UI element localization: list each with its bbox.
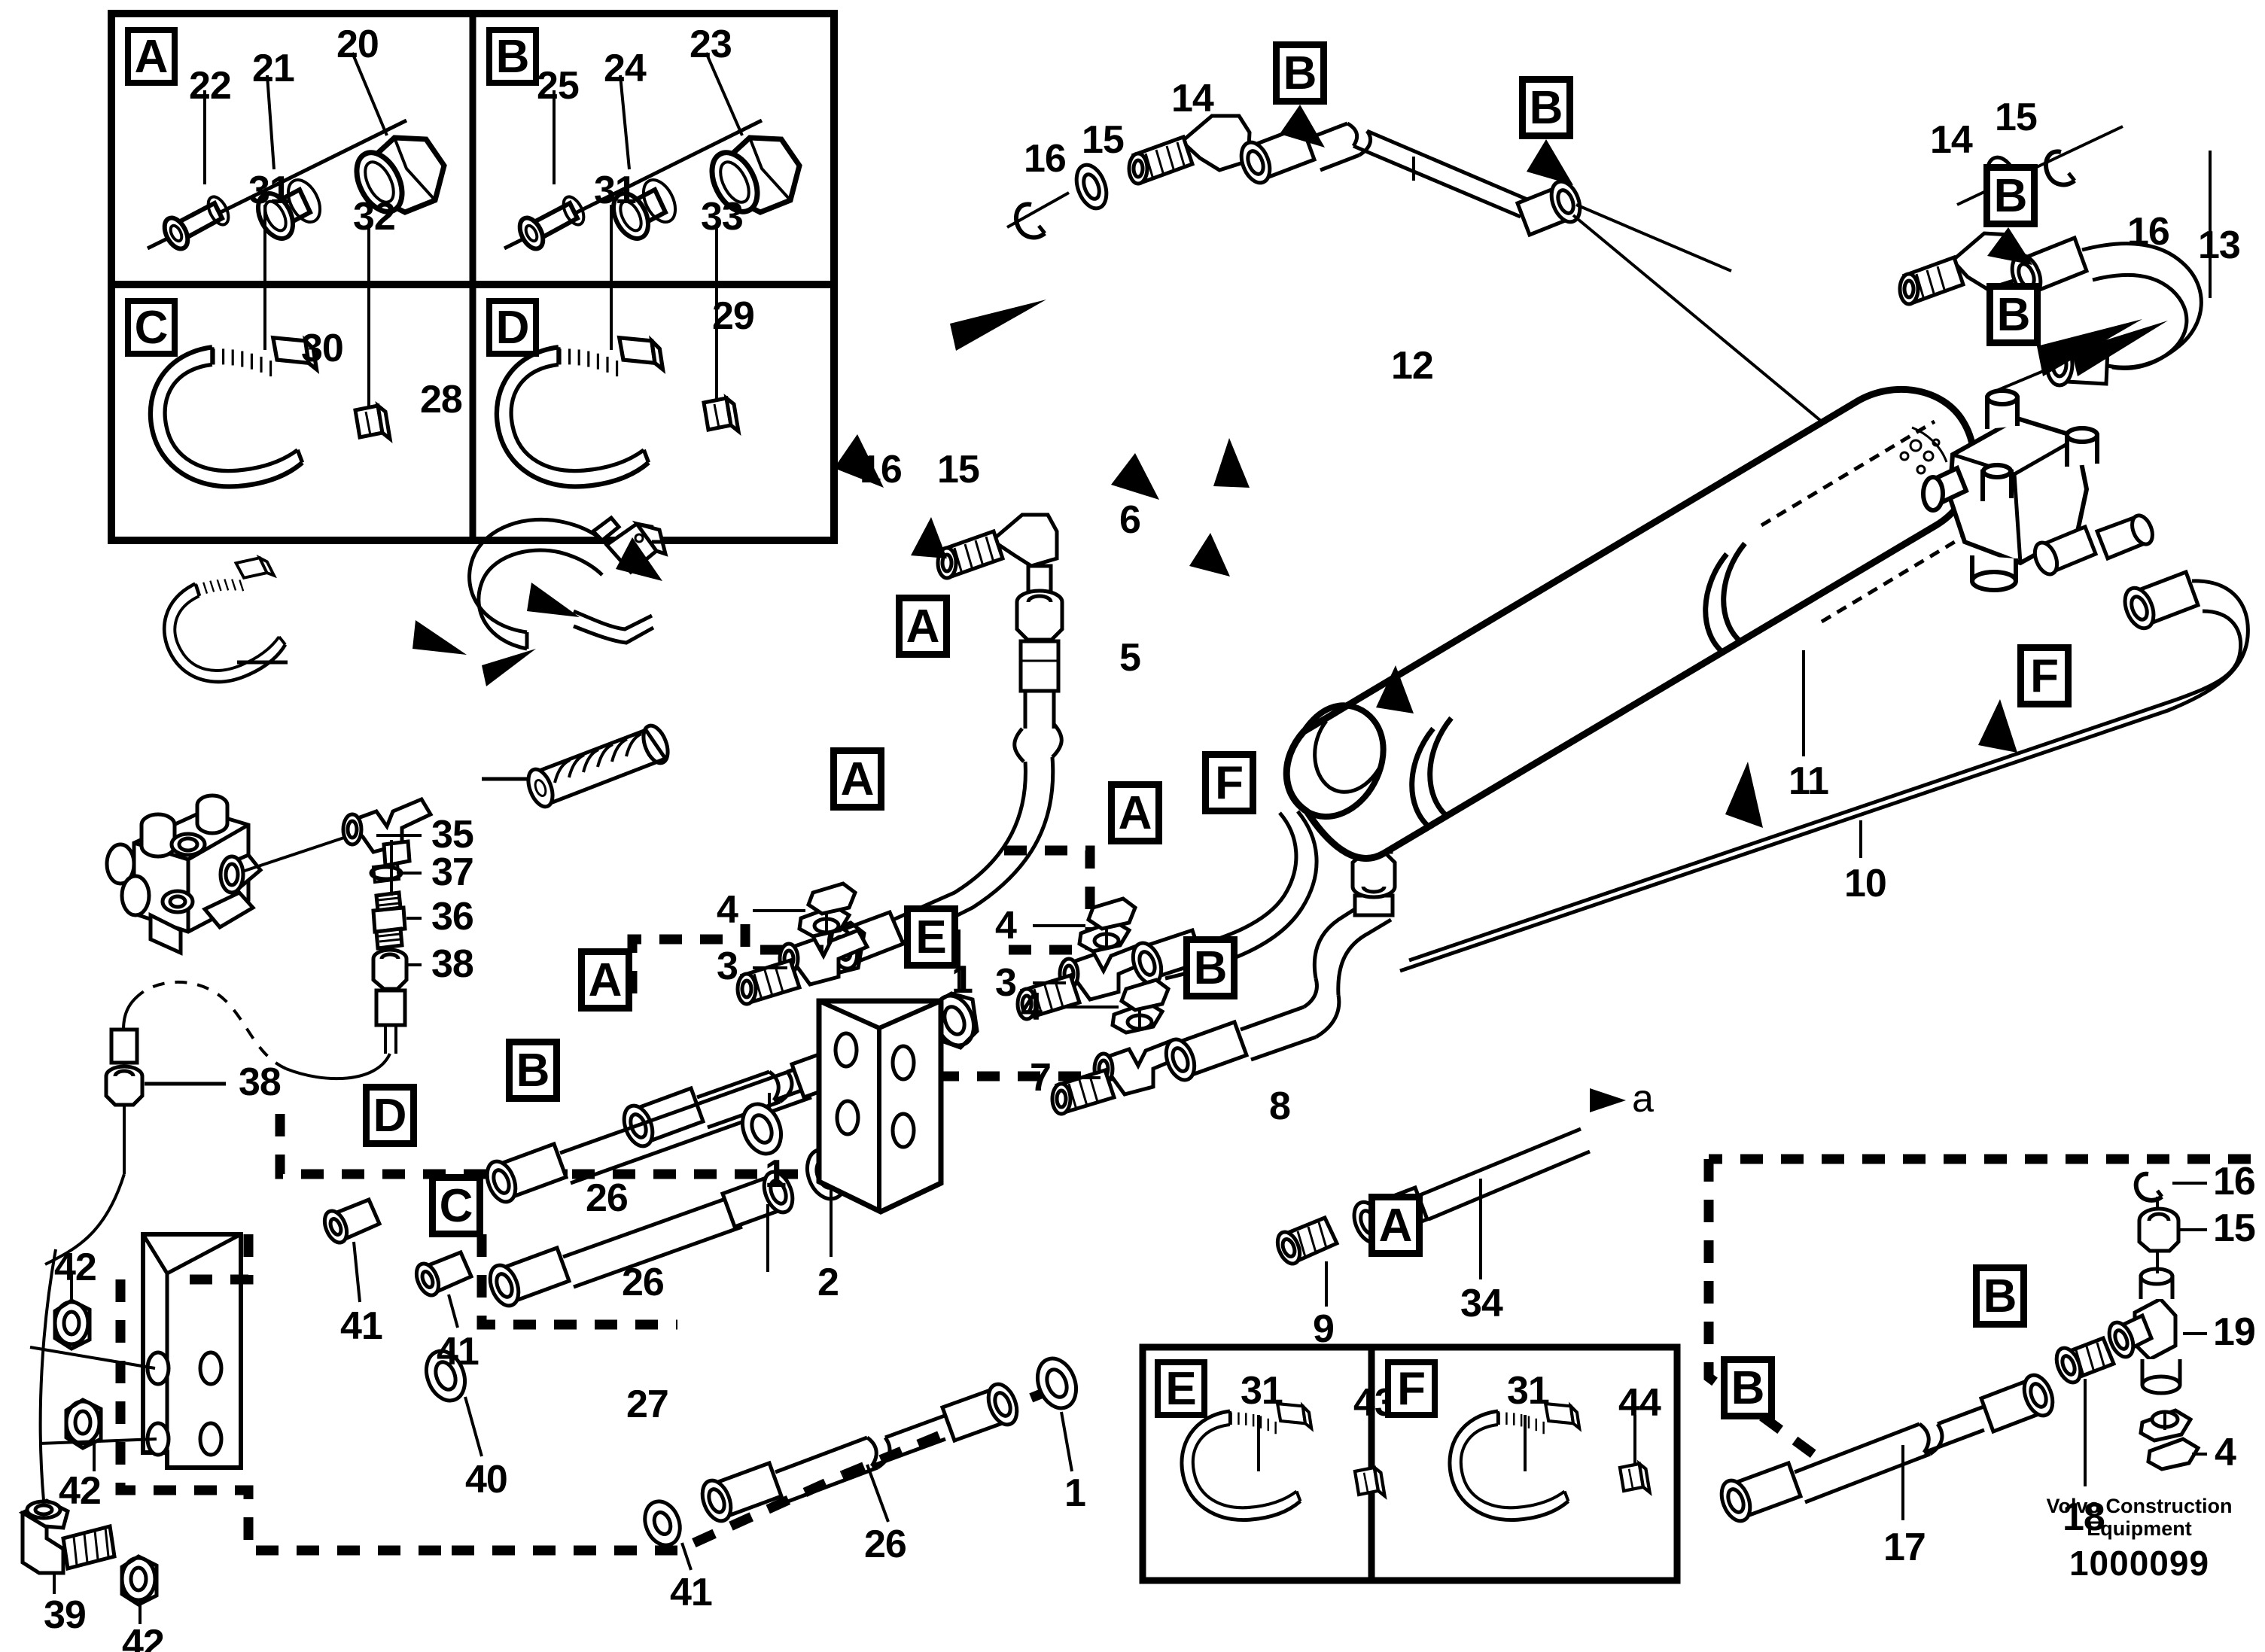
callout-12: 12 — [1391, 344, 1434, 388]
brand-line-2: Equipment — [2087, 1517, 2192, 1541]
callout-42-c: 42 — [122, 1622, 165, 1652]
callout-15-left: 15 — [937, 448, 980, 491]
callout-42-b: 42 — [59, 1469, 102, 1513]
callout-34: 34 — [1460, 1282, 1503, 1325]
reference-box-a-mid-right[interactable]: A — [1108, 781, 1162, 844]
callout-38-lower: 38 — [239, 1060, 282, 1104]
callout-21: 21 — [252, 47, 295, 90]
reference-box-a-far-right[interactable]: A — [1368, 1194, 1423, 1257]
callout-9: 9 — [1313, 1307, 1335, 1351]
callout-14-right: 14 — [1930, 118, 1973, 162]
callout-40: 40 — [465, 1458, 508, 1501]
brand-block: Volvo Construction Equipment 1000099 — [2026, 1495, 2252, 1584]
callout-16-left: 16 — [860, 448, 903, 491]
callout-11: 11 — [1789, 759, 1829, 803]
section-marker-a: a — [1632, 1077, 1654, 1121]
reference-box-b-lower[interactable]: B — [506, 1039, 560, 1102]
callout-4-left: 4 — [717, 888, 738, 932]
reference-box-b-right-1[interactable]: B — [1983, 164, 2038, 227]
callout-30: 30 — [301, 327, 344, 370]
reference-box-b-top-2[interactable]: B — [1519, 76, 1573, 139]
callout-38-upper: 38 — [431, 942, 474, 986]
reference-box-f-mid[interactable]: F — [1202, 751, 1256, 814]
callout-28: 28 — [420, 378, 463, 421]
callout-26-mid: 26 — [622, 1261, 665, 1304]
callout-39: 39 — [44, 1593, 87, 1637]
callout-14-top: 14 — [1171, 77, 1214, 120]
callout-4-bottom: 4 — [2215, 1431, 2236, 1474]
callout-6: 6 — [1119, 498, 1141, 542]
callout-3-left: 3 — [717, 945, 738, 988]
callout-15-bottom: 15 — [2213, 1206, 2256, 1250]
reference-box-d-lower[interactable]: D — [363, 1084, 417, 1147]
reference-box-b-bottom-right-1[interactable]: B — [1973, 1264, 2027, 1328]
callout-20: 20 — [336, 23, 379, 66]
callout-26-upper: 26 — [586, 1176, 629, 1220]
reference-box-f-right[interactable]: F — [2017, 644, 2072, 707]
callout-8: 8 — [1269, 1085, 1291, 1128]
callout-15-right: 15 — [1995, 96, 2038, 139]
callout-15-top: 15 — [1082, 118, 1125, 162]
callout-29: 29 — [712, 294, 755, 338]
reference-box-b-top-1[interactable]: B — [1273, 41, 1327, 105]
callout-10: 10 — [1844, 862, 1887, 905]
callout-26-lower: 26 — [864, 1523, 907, 1566]
callout-16-right: 16 — [2127, 210, 2170, 254]
callout-36: 36 — [431, 895, 474, 939]
detail-panel-label-b[interactable]: B — [486, 27, 539, 86]
callout-4-lower: 4 — [1021, 985, 1043, 1029]
callout-5: 5 — [1119, 636, 1141, 680]
callout-19: 19 — [2213, 1310, 2256, 1354]
detail-panel-label-f[interactable]: F — [1385, 1359, 1438, 1418]
callout-27: 27 — [626, 1383, 669, 1426]
callout-37: 37 — [431, 850, 474, 894]
callout-35: 35 — [431, 813, 474, 856]
drawing-number: 1000099 — [2069, 1544, 2210, 1584]
callout-32: 32 — [353, 195, 396, 239]
callout-41-a: 41 — [340, 1304, 383, 1348]
callout-16-top: 16 — [1024, 137, 1067, 181]
callout-25: 25 — [537, 64, 580, 108]
callout-18: 18 — [2063, 1495, 2105, 1539]
callout-7: 7 — [1030, 1056, 1052, 1100]
callout-44: 44 — [1618, 1381, 1661, 1425]
callout-1-mid: 1 — [765, 1152, 787, 1196]
reference-box-a-mid-left[interactable]: A — [830, 747, 884, 811]
reference-box-a-lower[interactable]: A — [578, 948, 632, 1012]
callout-42-a: 42 — [54, 1246, 97, 1289]
callout-2: 2 — [817, 1261, 839, 1304]
detail-panel-label-e[interactable]: E — [1155, 1359, 1207, 1418]
callout-16-bottom: 16 — [2213, 1160, 2256, 1203]
callout-3-center: 3 — [995, 961, 1017, 1005]
callout-31-panel-d: 31 — [594, 169, 637, 212]
callout-22: 22 — [189, 64, 232, 108]
callout-31-panel-f: 31 — [1507, 1369, 1550, 1413]
reference-box-e-mid[interactable]: E — [904, 905, 958, 969]
brand-line-1: Volvo Construction — [2046, 1495, 2233, 1517]
callout-1-lower: 1 — [1064, 1471, 1086, 1515]
reference-box-b-mid[interactable]: B — [1183, 936, 1238, 999]
callout-31-panel-e: 31 — [1241, 1369, 1283, 1413]
callout-4-center: 4 — [995, 904, 1017, 948]
detail-panel-label-c[interactable]: C — [125, 298, 178, 357]
reference-box-c-lower[interactable]: C — [429, 1174, 483, 1237]
callout-24: 24 — [604, 47, 647, 90]
callout-13: 13 — [2198, 224, 2241, 267]
detail-panel-label-a[interactable]: A — [125, 27, 178, 86]
reference-box-a-upper-left[interactable]: A — [896, 595, 950, 658]
callout-33: 33 — [701, 195, 744, 239]
callout-41-b: 41 — [437, 1330, 479, 1374]
callout-31-panel-c: 31 — [248, 169, 291, 212]
reference-box-b-bottom-right-2[interactable]: B — [1721, 1356, 1775, 1419]
reference-box-b-right-2[interactable]: B — [1986, 283, 2041, 346]
callout-41-c: 41 — [670, 1571, 713, 1614]
detail-panel-label-d[interactable]: D — [486, 298, 539, 357]
callout-23: 23 — [690, 23, 732, 66]
callout-17: 17 — [1883, 1526, 1926, 1569]
